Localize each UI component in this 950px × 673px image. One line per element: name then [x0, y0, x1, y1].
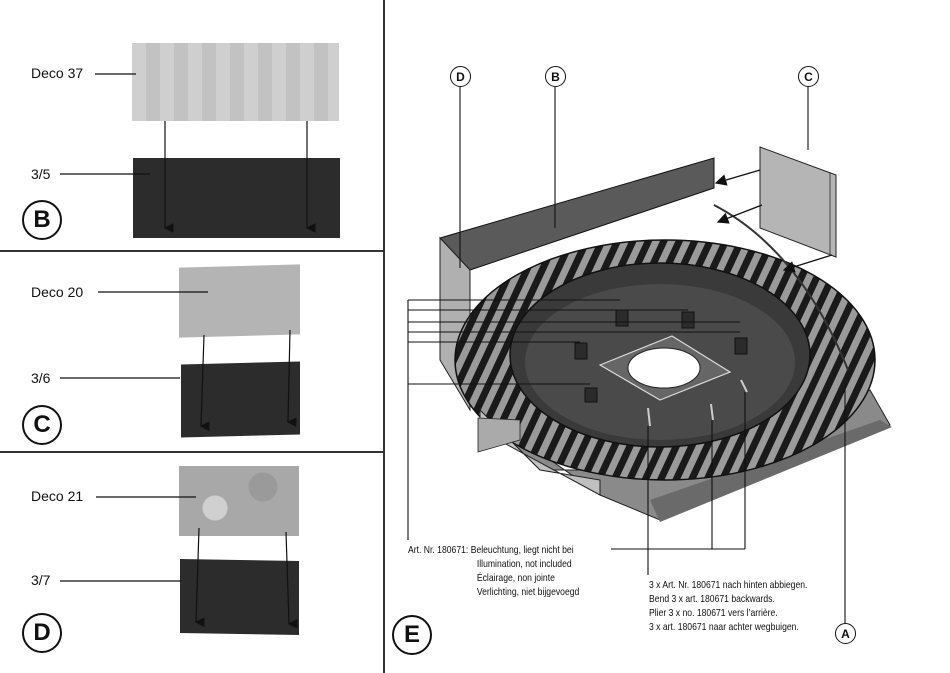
part-label: 3/6: [31, 370, 51, 386]
caption-line: 3 x art. 180671 naar achter wegbuigen.: [649, 621, 799, 633]
part-label: 3/5: [31, 166, 51, 182]
caption-bend-backwards: 3 x Art. Nr. 180671 nach hinten abbiegen…: [649, 578, 807, 634]
vertical-divider: [383, 0, 385, 673]
caption-line: Éclairage, non jointe: [476, 572, 555, 584]
arena-illustration: [407, 87, 892, 623]
caption-line: Bend 3 x art. 180671 backwards.: [649, 593, 775, 605]
deco-label: Deco 20: [31, 284, 84, 300]
callout-a: A: [835, 623, 856, 644]
divider-c-d: [0, 451, 383, 453]
caption-line: 3 x Art. Nr. 180671 nach hinten abbiegen…: [649, 579, 808, 591]
deco-sheet: [132, 43, 339, 121]
part-label: 3/7: [31, 572, 51, 588]
caption-line: Verlichting, niet bijgevoegd: [476, 586, 580, 598]
divider-b-c: [0, 250, 383, 252]
badge-c: C: [22, 405, 62, 445]
deco-sheet: [179, 466, 299, 536]
callout-b: B: [545, 66, 566, 87]
caption-line: Art. Nr. 180671: Beleuchtung, liegt nich…: [408, 544, 574, 556]
callout-d: D: [450, 66, 471, 87]
badge-e: E: [392, 615, 432, 655]
caption-line: Plier 3 x no. 180671 vers l’arrière.: [649, 607, 778, 619]
badge-d: D: [22, 613, 62, 653]
left-leader-lines: [60, 73, 316, 629]
caption-illumination: Art. Nr. 180671: Beleuchtung, liegt nich…: [408, 543, 579, 599]
deco-label: Deco 37: [31, 65, 84, 81]
caption-line: Illumination, not included: [476, 558, 572, 570]
deco-label: Deco 21: [31, 488, 84, 504]
badge-b: B: [22, 200, 62, 240]
callout-c: C: [798, 66, 819, 87]
